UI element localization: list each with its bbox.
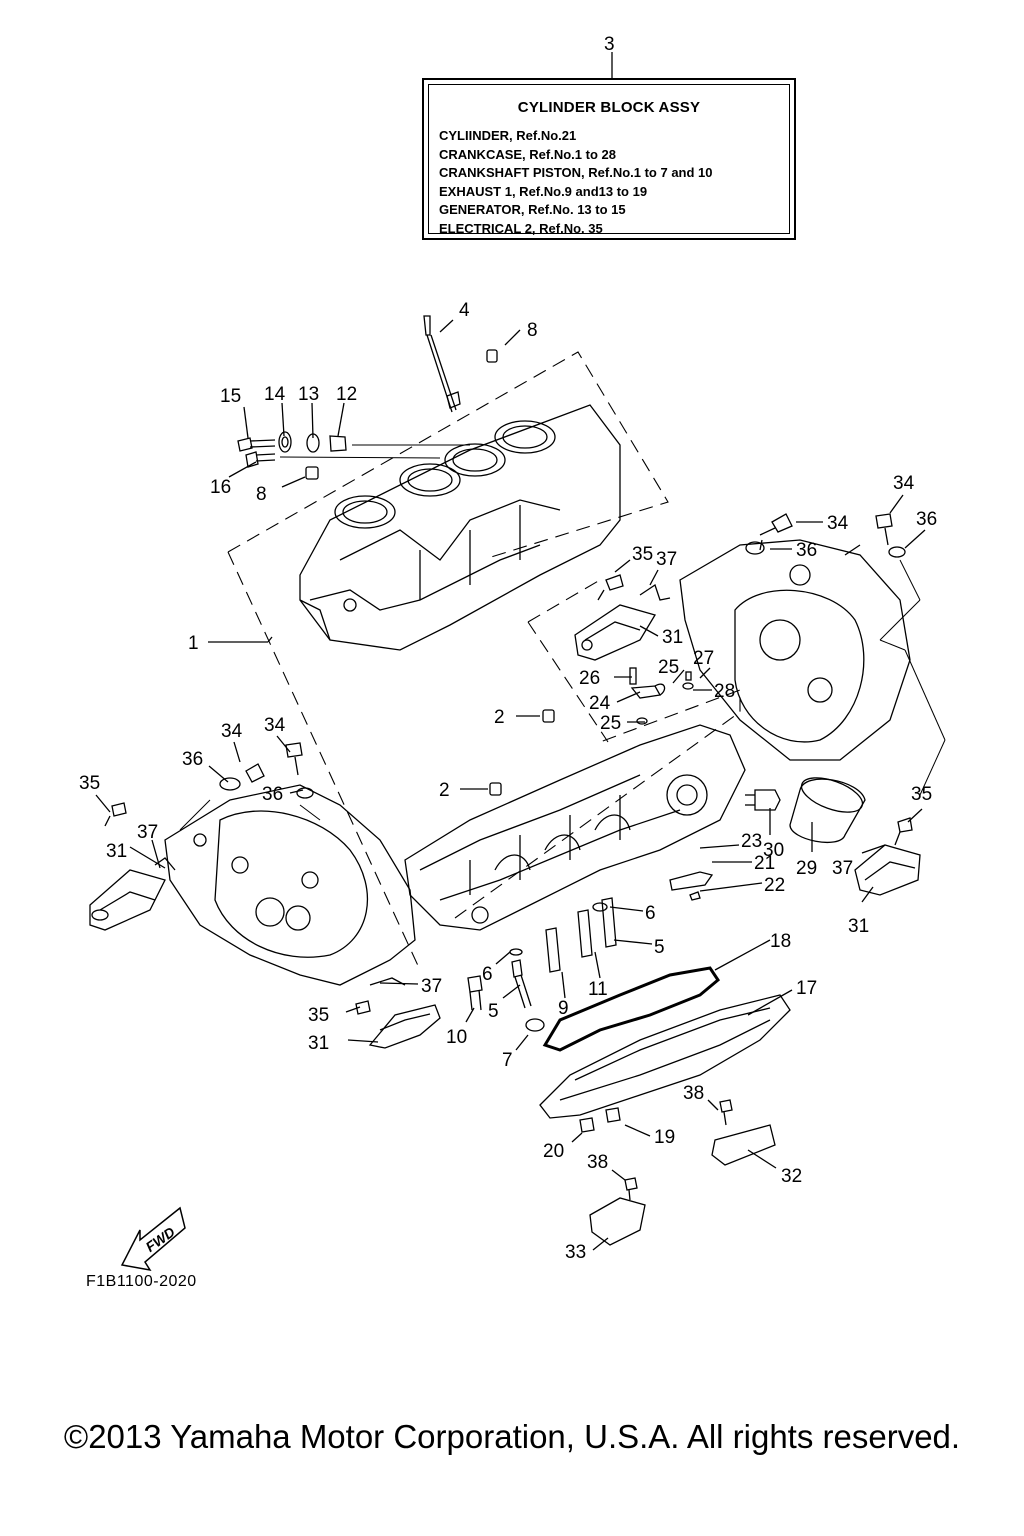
callout-23: 23 — [741, 831, 762, 852]
callout-25: 25 — [658, 657, 679, 678]
callout-13: 13 — [298, 384, 319, 405]
callout-10: 10 — [446, 1027, 467, 1048]
callout-36: 36 — [796, 540, 817, 561]
callout-29: 29 — [796, 858, 817, 879]
callout-18: 18 — [770, 931, 791, 952]
callout-36: 36 — [262, 784, 283, 805]
callout-7: 7 — [502, 1050, 513, 1071]
callout-12: 12 — [336, 384, 357, 405]
callout-5: 5 — [488, 1001, 499, 1022]
legend-line: CRANKSHAFT PISTON, Ref.No.1 to 7 and 10 — [439, 165, 713, 180]
callout-37: 37 — [137, 822, 158, 843]
callout-33: 33 — [565, 1242, 586, 1263]
drawing-code: F1B1100-2020 — [86, 1273, 197, 1290]
copyright-notice: ©2013 Yamaha Motor Corporation, U.S.A. A… — [63, 1418, 961, 1455]
callout-14: 14 — [264, 384, 286, 405]
callout-38: 38 — [683, 1083, 704, 1104]
callout-32: 32 — [781, 1166, 802, 1187]
callout-36: 36 — [182, 749, 203, 770]
callout-31: 31 — [308, 1033, 329, 1054]
legend-line: CRANKCASE, Ref.No.1 to 28 — [439, 146, 616, 162]
callout-31: 31 — [662, 627, 683, 648]
legend-line: CYLIINDER, Ref.No.21 — [439, 128, 577, 143]
callout-34: 34 — [264, 715, 286, 736]
callout-21: 21 — [754, 853, 775, 874]
callout-36: 36 — [916, 509, 937, 530]
callout-2: 2 — [494, 707, 505, 728]
callout-31: 31 — [106, 841, 127, 862]
callout-37: 37 — [832, 858, 853, 879]
callout-28: 28 — [714, 681, 735, 702]
callout-27: 27 — [693, 648, 714, 669]
callout-26: 26 — [579, 668, 600, 689]
callout-35: 35 — [632, 544, 653, 565]
callout-24: 24 — [589, 693, 611, 714]
callout-9: 9 — [558, 998, 569, 1019]
callout-8: 8 — [256, 484, 267, 505]
callout-38: 38 — [587, 1152, 608, 1173]
callout-19: 19 — [654, 1127, 675, 1148]
callout-37: 37 — [421, 976, 442, 997]
callout-35: 35 — [308, 1005, 329, 1026]
callout-37: 37 — [656, 549, 677, 570]
callout-20: 20 — [543, 1141, 564, 1162]
callout-22: 22 — [764, 875, 785, 896]
callout-6: 6 — [645, 903, 656, 924]
callout-17: 17 — [796, 978, 817, 999]
callout-16: 16 — [210, 477, 231, 498]
legend-line: EXHAUST 1, Ref.No.9 and13 to 19 — [439, 183, 648, 199]
legend-lines: CYLIINDER, Ref.No.21 CRANKCASE, Ref.No.1… — [439, 127, 713, 238]
legend-line: ELECTRICAL 2, Ref.No. 35 — [439, 220, 603, 236]
callout-34: 34 — [221, 721, 243, 742]
callout-8: 8 — [527, 320, 538, 341]
callout-34: 34 — [893, 473, 915, 494]
callout-34: 34 — [827, 513, 849, 534]
callout-31: 31 — [848, 916, 869, 937]
callout-11: 11 — [588, 979, 608, 1000]
legend-box: CYLINDER BLOCK ASSY CYLIINDER, Ref.No.21… — [422, 78, 796, 240]
callout-30: 30 — [763, 840, 784, 861]
callout-2: 2 — [439, 780, 450, 801]
legend-line: GENERATOR, Ref.No. 13 to 15 — [439, 202, 626, 217]
legend-inner-frame: CYLINDER BLOCK ASSY CYLIINDER, Ref.No.21… — [428, 84, 790, 236]
callout-5: 5 — [654, 937, 665, 958]
callout-25: 25 — [600, 713, 621, 734]
callout-35: 35 — [911, 784, 932, 805]
callout-1: 1 — [188, 633, 199, 654]
callout-3: 3 — [604, 34, 615, 55]
legend-title: CYLINDER BLOCK ASSY — [517, 99, 701, 116]
callout-15: 15 — [220, 386, 241, 407]
fwd-label: FWD — [142, 1224, 177, 1255]
callout-4: 4 — [459, 300, 470, 321]
callout-6: 6 — [482, 964, 493, 985]
callout-35: 35 — [79, 773, 100, 794]
